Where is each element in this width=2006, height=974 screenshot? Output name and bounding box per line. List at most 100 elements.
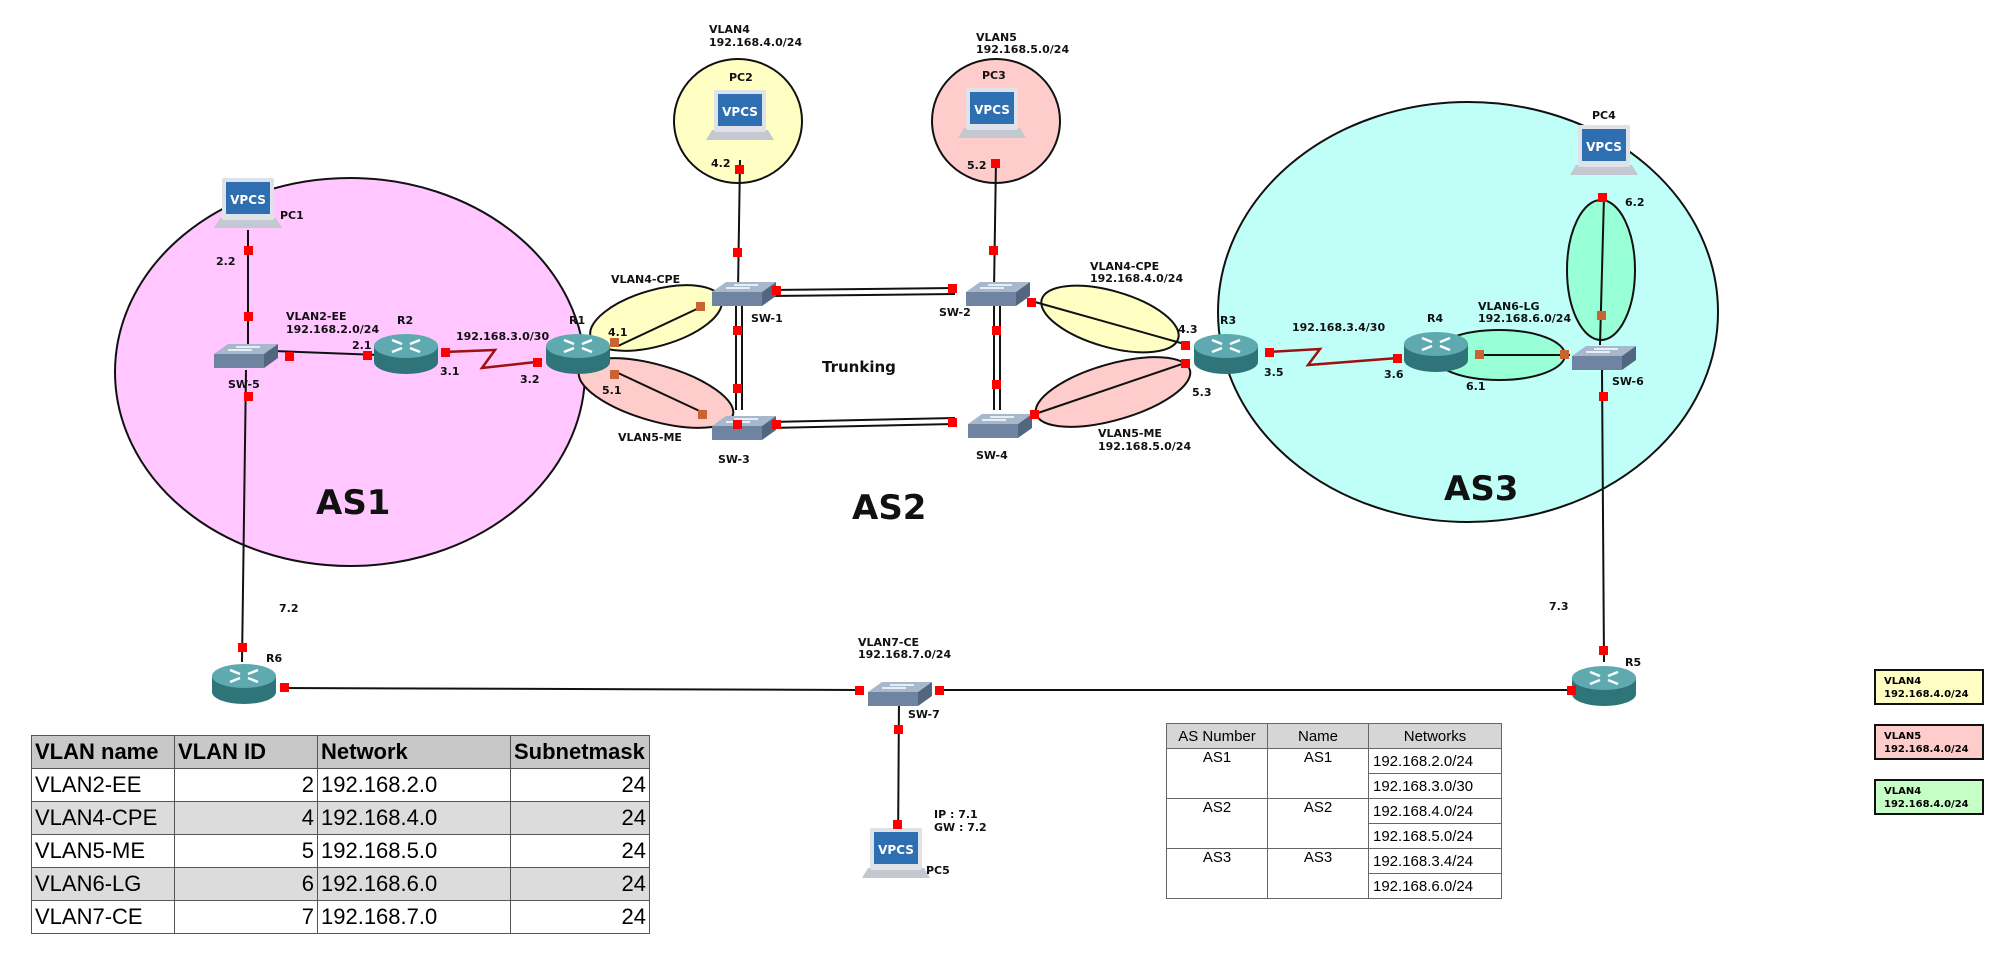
mask-cell: 24 [510, 834, 650, 868]
r2-ip-left: 2.1 [352, 339, 372, 352]
svg-text:VPCS: VPCS [974, 103, 1010, 117]
table-row: VLAN5-ME 5 192.168.5.0 24 [31, 834, 650, 868]
col-vlan-name: VLAN name [31, 735, 175, 769]
trunking-label: Trunking [822, 358, 896, 376]
sw5-switch[interactable] [213, 343, 279, 369]
vlan-name-cell: VLAN7-CE [31, 900, 175, 934]
as-network-cell: 192.168.3.4/24 [1368, 848, 1502, 874]
vlan2-name: VLAN2-EE [286, 310, 347, 323]
sw2-switch[interactable] [965, 281, 1031, 307]
pc3[interactable]: VPCS [958, 88, 1026, 138]
pc5[interactable]: VPCS [862, 828, 930, 878]
table-row: 192.168.5.0/24 [1167, 823, 1502, 849]
vlan-id-cell: 5 [174, 834, 318, 868]
legend-net: 192.168.4.0/24 [1884, 744, 1969, 755]
r1-ip-left: 3.2 [520, 373, 540, 386]
r4-ip-left: 3.6 [1384, 368, 1404, 381]
as-table: AS Number Name Networks AS1 AS1 192.168.… [1166, 723, 1502, 899]
col-subnetmask: Subnetmask [510, 735, 650, 769]
network-labels: VLAN2-EE 192.168.2.0/24 192.168.3.0/30 V… [286, 23, 1571, 834]
sw1-switch[interactable] [711, 281, 777, 307]
vlan7-net: 192.168.7.0/24 [858, 648, 951, 661]
vlan5-top-name: VLAN5 [976, 31, 1017, 44]
pc4-ip: 6.2 [1625, 196, 1645, 209]
serial-links [443, 347, 1399, 370]
sw3-switch[interactable] [711, 415, 777, 441]
r1-router[interactable] [544, 332, 612, 376]
r6-ip: 7.2 [279, 602, 299, 615]
table-row: VLAN2-EE 2 192.168.2.0 24 [31, 768, 650, 802]
vlan4-left-label: VLAN4-CPE [611, 273, 680, 286]
pc1[interactable]: VPCS [214, 178, 282, 228]
r3-r4-net: 192.168.3.4/30 [1292, 321, 1385, 334]
pc5-label: PC5 [926, 864, 950, 877]
sw4-switch[interactable] [967, 413, 1033, 439]
r2-label: R2 [397, 314, 413, 327]
r3-ip-vlan4: 4.3 [1178, 323, 1198, 336]
pc2-ip: 4.2 [711, 157, 731, 170]
as-network-cell: 192.168.5.0/24 [1368, 823, 1502, 849]
network-cell: 192.168.5.0 [317, 834, 511, 868]
vlan-name-cell: VLAN4-CPE [31, 801, 175, 835]
col-as-number: AS Number [1166, 723, 1268, 749]
vlan4-top-name: VLAN4 [709, 23, 750, 36]
as-network-cell: 192.168.4.0/24 [1368, 798, 1502, 824]
vlan-id-cell: 6 [174, 867, 318, 901]
pc2-label: PC2 [729, 71, 753, 84]
vlan-id-cell: 4 [174, 801, 318, 835]
as-table-header: AS Number Name Networks [1166, 723, 1502, 749]
col-as-networks: Networks [1368, 723, 1502, 749]
interface-labels: 2.2 2.1 3.1 3.2 4.1 5.1 4.2 5.2 4.3 5.3 … [216, 157, 1645, 615]
vlan4-right-zone [1040, 284, 1180, 354]
col-network: Network [317, 735, 511, 769]
pc4[interactable]: VPCS [1570, 125, 1638, 175]
table-row: VLAN7-CE 7 192.168.7.0 24 [31, 900, 650, 934]
as3-zone [1217, 101, 1719, 523]
pc4-label: PC4 [1592, 109, 1616, 122]
r5-router[interactable] [1570, 664, 1638, 708]
r1-ip-vlan5: 5.1 [602, 384, 622, 397]
table-row: VLAN6-LG 6 192.168.6.0 24 [31, 867, 650, 901]
as-number-cell: AS1 [1166, 748, 1268, 799]
col-vlan-id: VLAN ID [174, 735, 318, 769]
as3-title: AS3 [1444, 469, 1518, 509]
port-markers [238, 159, 1608, 829]
vlan5-right-net: 192.168.5.0/24 [1098, 440, 1191, 453]
r6-label: R6 [266, 652, 282, 665]
r6-router[interactable] [210, 662, 278, 706]
network-cell: 192.168.6.0 [317, 867, 511, 901]
r2-router[interactable] [372, 332, 440, 376]
r5-label: R5 [1625, 656, 1641, 669]
as-name-cell: AS2 [1267, 798, 1369, 849]
legend-net: 192.168.4.0/24 [1884, 689, 1969, 700]
svg-text:VPCS: VPCS [230, 193, 266, 207]
sw6-switch[interactable] [1571, 345, 1637, 371]
mask-cell: 24 [510, 900, 650, 934]
vlan6-net: 192.168.6.0/24 [1478, 312, 1571, 325]
pc2[interactable]: VPCS [706, 90, 774, 140]
table-row: 192.168.6.0/24 [1167, 873, 1502, 899]
r3-router[interactable] [1192, 332, 1260, 376]
r1-ip-vlan4: 4.1 [608, 326, 628, 339]
network-cell: 192.168.7.0 [317, 900, 511, 934]
as-name-cell: AS3 [1267, 848, 1369, 899]
vlan4-right-name: VLAN4-CPE [1090, 260, 1159, 273]
r2-ip-right: 3.1 [440, 365, 460, 378]
r3-ip-vlan5: 5.3 [1192, 386, 1212, 399]
sw7-switch[interactable] [867, 681, 933, 707]
svg-text:VPCS: VPCS [878, 843, 914, 857]
vlan2-net: 192.168.2.0/24 [286, 323, 379, 336]
table-row: VLAN4-CPE 4 192.168.4.0 24 [31, 801, 650, 835]
as1-title: AS1 [316, 483, 390, 523]
legend-name: VLAN4 [1884, 786, 1922, 797]
vlan-name-cell: VLAN5-ME [31, 834, 175, 868]
vlan-table-header: VLAN name VLAN ID Network Subnetmask [31, 735, 650, 769]
vlan-name-cell: VLAN2-EE [31, 768, 175, 802]
legend-net: 192.168.4.0/24 [1884, 799, 1969, 810]
pc3-ip: 5.2 [967, 159, 987, 172]
vlan5-top-net: 192.168.5.0/24 [976, 43, 1069, 56]
r4-router[interactable] [1402, 330, 1470, 374]
vlan-name-cell: VLAN6-LG [31, 867, 175, 901]
table-row: AS1 AS1 192.168.2.0/24 [1166, 748, 1502, 799]
